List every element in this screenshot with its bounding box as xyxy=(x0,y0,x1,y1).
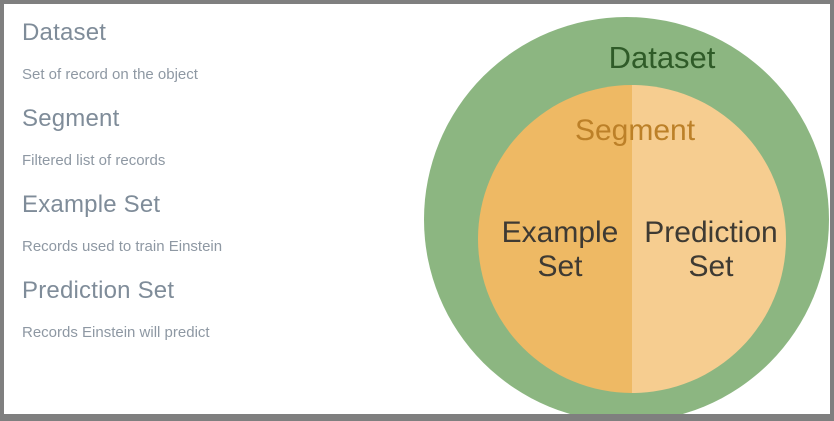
segment-circle xyxy=(478,85,786,393)
term-example-set-definition: Records used to train Einstein xyxy=(22,238,223,255)
example-set-half xyxy=(478,85,632,393)
term-prediction-set: Prediction Set xyxy=(22,277,175,304)
page-content: Dataset Set of record on the object Segm… xyxy=(4,4,830,414)
segment-circle-label: Segment xyxy=(574,114,696,147)
term-segment-definition: Filtered list of records xyxy=(22,152,166,169)
example-set-label: Example Set xyxy=(501,216,619,283)
venn-diagram: Dataset Segment Example Set Prediction S… xyxy=(4,4,830,414)
term-segment: Segment xyxy=(22,105,120,132)
term-dataset-definition: Set of record on the object xyxy=(22,66,198,83)
prediction-set-half xyxy=(632,85,786,393)
dataset-circle-label: Dataset xyxy=(608,40,716,75)
term-dataset: Dataset xyxy=(22,19,107,46)
glossary-column: Dataset Set of record on the object Segm… xyxy=(22,18,402,362)
term-example-set: Example Set xyxy=(22,191,161,218)
term-prediction-set-definition: Records Einstein will predict xyxy=(22,324,210,341)
prediction-set-label: Prediction Set xyxy=(644,216,778,283)
